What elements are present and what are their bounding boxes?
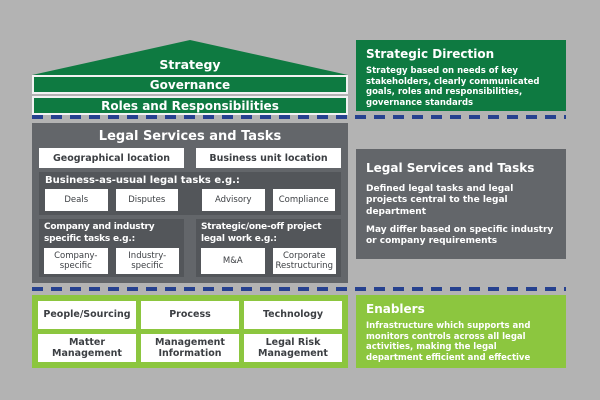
location-row: Geographical location Business unit loca… [39,148,341,168]
compliance-box: Compliance [272,189,335,211]
company-industry-items: Company-specific Industry-specific [44,248,179,274]
geographical-location-box: Geographical location [39,148,184,168]
strategic-project-label: Strategic/one-off project legal work e.g… [201,222,322,244]
specific-tasks-row: Company and industry specific tasks e.g.… [39,219,341,277]
legal-services-container: Legal Services and Tasks Geographical lo… [32,123,348,283]
deals-box: Deals [45,189,108,211]
strategic-direction-body: Strategy based on needs of key stakehold… [366,66,540,108]
industry-specific-box: Industry-specific [115,248,179,274]
corporate-restructuring-box: Corporate Restructuring [272,248,336,274]
bau-tasks-box: Business-as-usual legal tasks e.g.: Deal… [39,172,341,215]
legal-services-panel: Legal Services and Tasks Defined legal t… [356,149,566,259]
business-unit-location-box: Business unit location [196,148,341,168]
technology-box: Technology [244,301,342,329]
strategic-project-box: Strategic/one-off project legal work e.g… [196,219,341,277]
legal-services-panel-title: Legal Services and Tasks [366,161,535,175]
bau-tasks-label: Business-as-usual legal tasks e.g.: [45,175,240,186]
process-box: Process [141,301,239,329]
strategic-direction-title: Strategic Direction [366,47,495,61]
company-industry-tasks-box: Company and industry specific tasks e.g.… [39,219,184,277]
enablers-container: People/Sourcing Process Technology Matte… [32,295,348,368]
company-industry-tasks-label: Company and industry specific tasks e.g.… [44,222,155,244]
strategic-direction-panel: Strategic Direction Strategy based on ne… [356,40,566,111]
ma-box: M&A [201,248,265,274]
legal-services-title: Legal Services and Tasks [98,129,282,144]
bau-items-row: Deals Disputes Advisory Compliance [45,189,335,211]
pyramid-roles-bar: Roles and Responsibilities [32,96,348,115]
pyramid-governance-bar: Governance [32,75,348,94]
enablers-panel: Enablers Infrastructure which supports a… [356,295,566,368]
legal-risk-management-box: Legal Risk Management [244,334,342,362]
enablers-panel-title: Enablers [366,302,425,316]
matter-management-box: Matter Management [38,334,136,362]
enablers-panel-body: Infrastructure which supports and monito… [366,321,531,363]
legal-services-panel-body-1: Defined legal tasks and legal projects c… [366,184,514,217]
pyramid-strategy-roof: Strategy [32,40,348,75]
management-information-box: Management Information [141,334,239,362]
dashed-divider-top [32,115,566,119]
company-specific-box: Company-specific [44,248,108,274]
strategic-project-items: M&A Corporate Restructuring [201,248,336,274]
advisory-box: Advisory [202,189,265,211]
dashed-divider-bottom [32,287,566,291]
legal-services-panel-body-2: May differ based on specific industry or… [366,224,554,246]
strategy-label: Strategy [159,56,221,72]
people-sourcing-box: People/Sourcing [38,301,136,329]
disputes-box: Disputes [115,189,178,211]
